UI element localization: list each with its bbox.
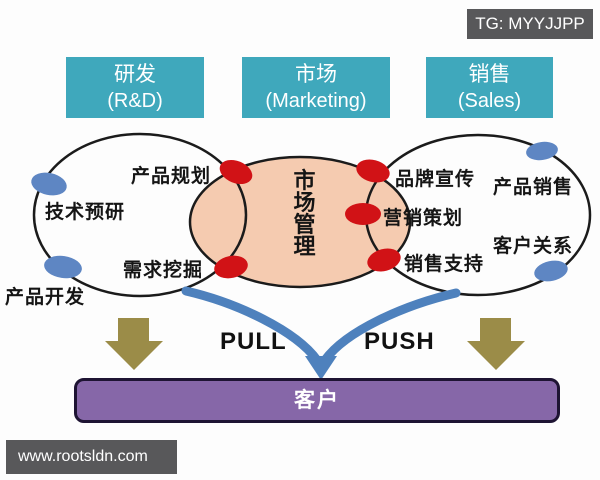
blue-dot-right-upper [526,141,558,161]
watermark: www.rootsldn.com [6,440,177,474]
dept-box-marketing: 市场 (Marketing) [242,57,390,118]
label-product-planning: 产品规划 [131,166,212,187]
red-dot-top-left [219,159,253,185]
dept-sales-label-en: (Sales) [457,89,522,112]
blue-dot-left-lower [44,255,82,279]
down-arrow-left [105,318,163,370]
label-customer-relations: 客户关系 [493,236,574,257]
pull-curve-arrow [181,286,322,365]
dept-rd-label-en: (R&D) [107,89,163,112]
center-ellipse-market-management [188,155,412,289]
red-dot-middle-right [345,203,381,225]
label-tech-preresearch: 技术预研 [45,202,126,223]
label-sales-support: 销售支持 [404,254,485,275]
customer-bar: 客户 [74,378,560,423]
blue-dot-right-lower [534,260,568,282]
tg-badge: TG: MYYJJPP [467,9,593,39]
push-label: PUSH [364,328,435,355]
label-product-development: 产品开发 [5,287,86,308]
blue-dot-left-upper [31,172,67,196]
red-dot-bottom-left [214,255,248,279]
label-demand-mining: 需求挖掘 [123,260,204,281]
rd-circle [32,132,248,298]
label-product-sales: 产品销售 [493,177,574,198]
red-dot-top-right [356,159,390,183]
curve-arrowhead [305,356,337,380]
label-market-management: 市场管理 [293,168,316,259]
pull-label: PULL [220,328,287,355]
dept-marketing-label-zh: 市场 [295,62,337,86]
red-dot-bottom-right [367,248,401,272]
down-arrow-right [467,318,525,370]
push-curve-arrow [320,288,461,365]
dept-box-rd: 研发 (R&D) [66,57,204,118]
dept-box-sales: 销售 (Sales) [426,57,553,118]
label-brand-promotion: 品牌宣传 [395,169,476,190]
label-marketing-campaign: 营销策划 [383,208,464,229]
dept-marketing-label-en: (Marketing) [265,89,367,112]
dept-sales-label-zh: 销售 [468,62,511,86]
dept-rd-label-zh: 研发 [114,62,156,86]
